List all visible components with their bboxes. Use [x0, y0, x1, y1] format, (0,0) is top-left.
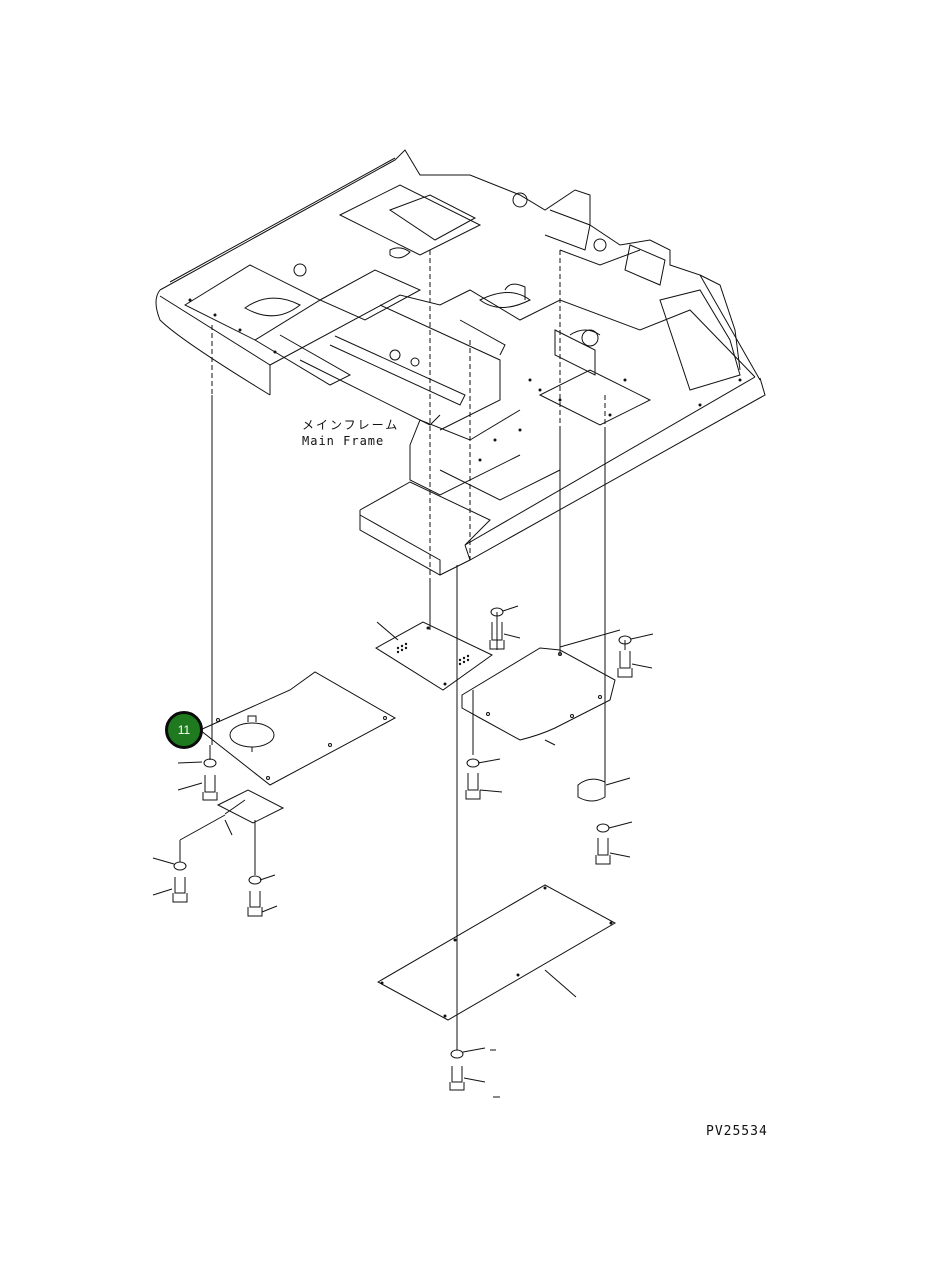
main-frame-label-english: Main Frame [302, 434, 385, 448]
bottom-cover-plate [376, 884, 617, 1021]
main-frame-label-japanese: メインフレーム [302, 418, 400, 432]
right-cover-plate [461, 629, 621, 746]
fasteners [172, 607, 633, 1091]
small-left-plate [179, 789, 285, 862]
callout-number: 11 [177, 723, 191, 737]
center-cover-plate [375, 621, 493, 691]
alignment-lines [211, 250, 606, 580]
small-cap [577, 777, 631, 802]
main-frame [155, 149, 766, 576]
drawing-number: PV25534 [706, 1124, 768, 1139]
part-callout-11[interactable]: 11 [165, 711, 203, 749]
assembly-lines [209, 395, 626, 1050]
leader-lines [152, 605, 654, 1098]
left-cover-plate [199, 671, 397, 786]
